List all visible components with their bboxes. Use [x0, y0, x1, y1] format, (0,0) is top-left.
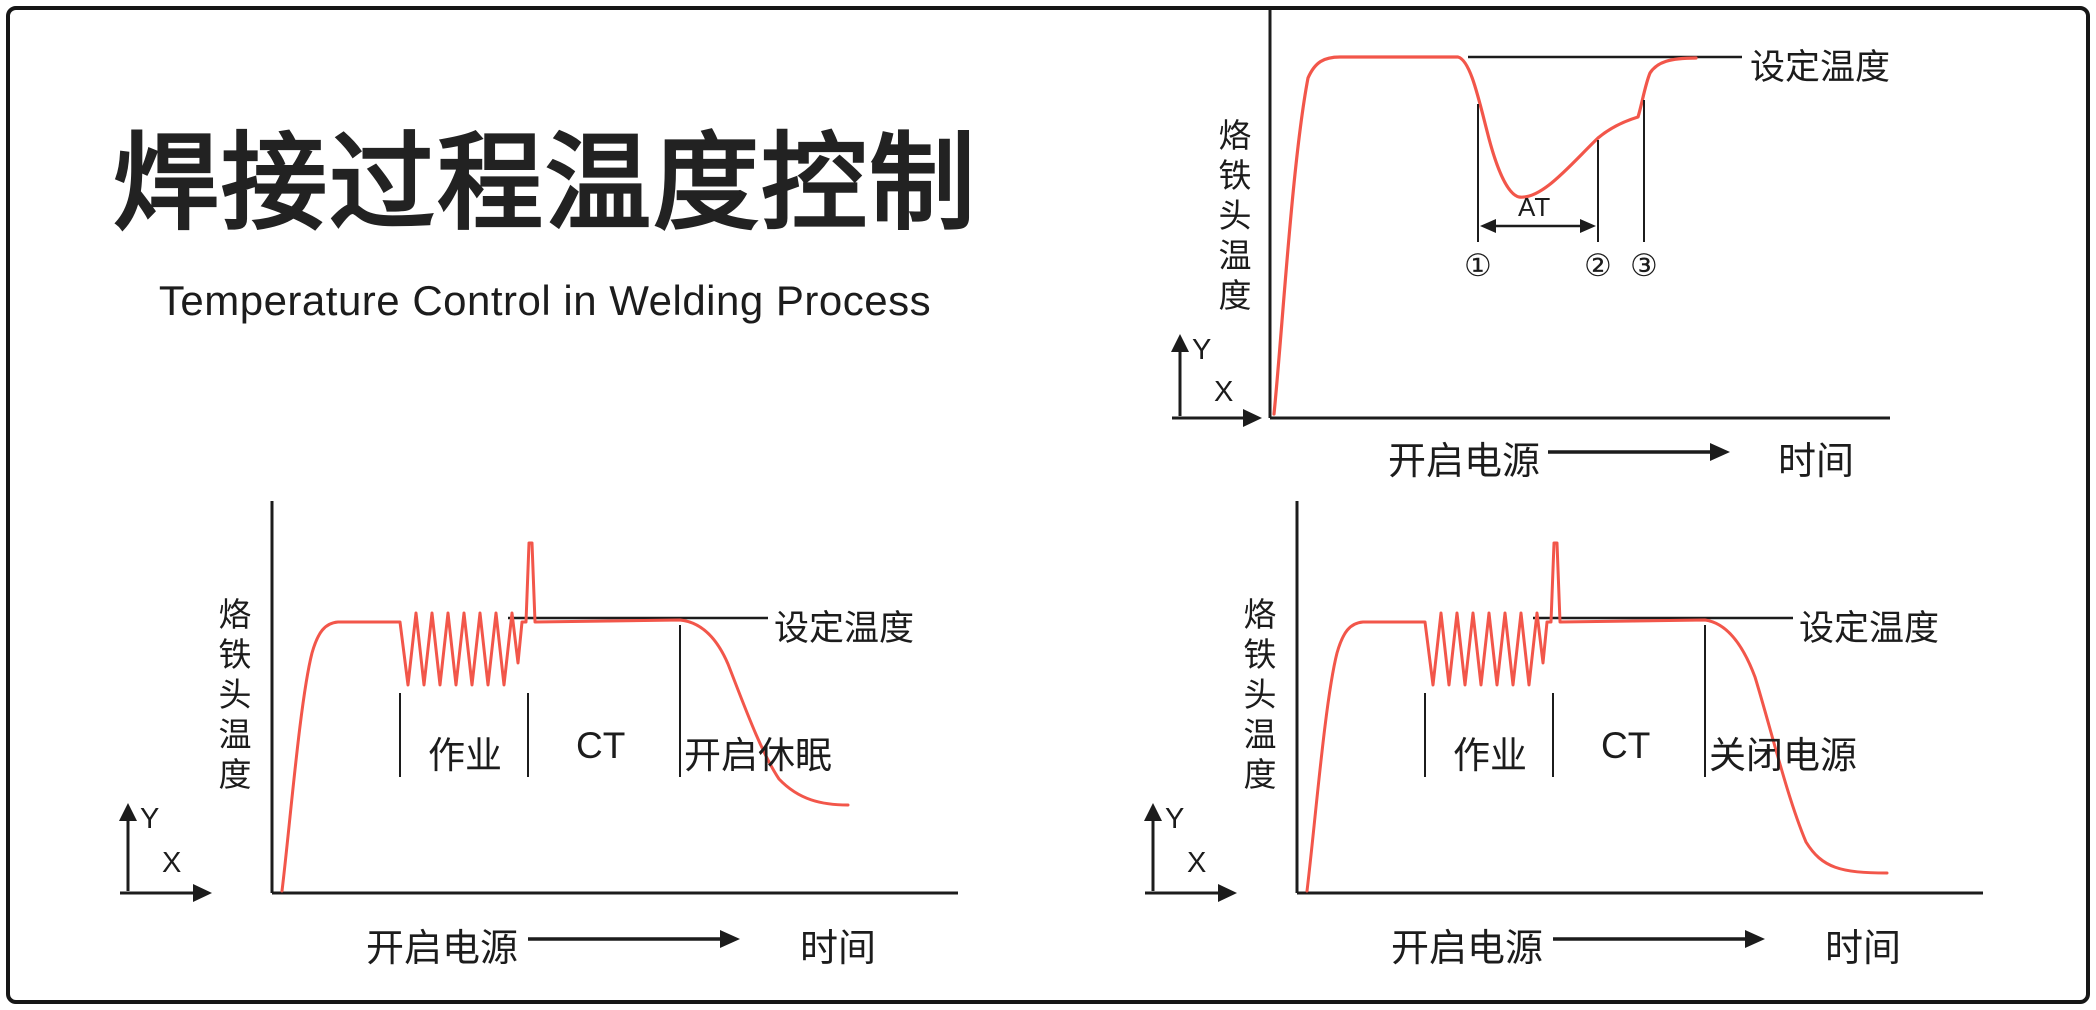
time-label: 时间: [1778, 441, 1855, 483]
power-on-label: 开启电源: [366, 928, 519, 970]
mini-x-label: X: [1187, 847, 1207, 879]
chart-power-off: 烙铁头温度 设定温度 作业 CT 关闭电源 开启电源 时间 Y X: [1085, 495, 2096, 1010]
mini-axis-icon: [1171, 334, 1262, 427]
temperature-curve: [280, 541, 850, 893]
chart-sleep-canvas: [119, 501, 958, 948]
mini-axis-icon: [1144, 803, 1237, 902]
time-arrowhead-icon: [1710, 443, 1730, 461]
time-arrow: [1548, 443, 1730, 461]
y-axis-label: 烙铁头温度: [1239, 597, 1276, 797]
title-block: 焊接过程温度控制 Temperature Control in Welding …: [70, 118, 1020, 325]
mini-y-arrowhead-icon: [1171, 334, 1189, 352]
at-arrow-right-head: [1580, 219, 1596, 233]
page-subtitle: Temperature Control in Welding Process: [158, 276, 932, 324]
mini-axis-icon: [119, 803, 212, 902]
mini-x-label: X: [162, 847, 182, 879]
chart-sleep-mode: 烙铁头温度 设定温度 作业 CT 开启休眠 开启电源 时间 Y X: [60, 495, 1060, 1010]
sleep-start-label: 开启休眠: [684, 735, 832, 776]
page-title: 焊接过程温度控制: [113, 125, 977, 243]
chart-warmup-canvas: [1171, 10, 1890, 461]
ct-phase-label: CT: [576, 725, 626, 766]
set-temp-label: 设定温度: [774, 609, 915, 648]
mini-y-label: Y: [140, 803, 160, 835]
time-arrow: [528, 930, 740, 948]
y-axis-label: 烙铁头温度: [214, 597, 251, 797]
set-temp-label: 设定温度: [1750, 48, 1891, 87]
step-marker-3: ③: [1630, 248, 1658, 283]
at-range-arrow: [1480, 219, 1596, 233]
time-arrowhead-icon: [1745, 930, 1765, 948]
mini-y-arrowhead-icon: [1144, 803, 1162, 821]
temperature-curve: [1305, 541, 1889, 893]
step-marker-1: ①: [1464, 248, 1492, 283]
power-off-label: 关闭电源: [1709, 735, 1857, 776]
chart-warmup-recovery: 烙铁头温度 设定温度 AT ① ② ③ 开启电源 时间 Y X: [1150, 0, 2096, 490]
work-phase-label: 作业: [428, 735, 502, 776]
mini-x-label: X: [1214, 376, 1234, 408]
power-on-label: 开启电源: [1391, 928, 1544, 970]
y-axis-label: 烙铁头温度: [1214, 118, 1251, 318]
time-arrowhead-icon: [720, 930, 740, 948]
at-label: AT: [1518, 192, 1552, 222]
time-arrow: [1553, 930, 1765, 948]
mini-y-label: Y: [1192, 334, 1212, 366]
chart-poweroff-canvas: [1144, 501, 1983, 948]
temperature-curve: [1272, 55, 1698, 416]
time-label: 时间: [800, 928, 877, 970]
time-label: 时间: [1825, 928, 1902, 970]
ct-phase-label: CT: [1601, 725, 1651, 766]
work-phase-label: 作业: [1453, 735, 1527, 776]
mini-x-arrowhead-icon: [1243, 409, 1262, 427]
set-temp-label: 设定温度: [1799, 609, 1940, 648]
mini-y-label: Y: [1165, 803, 1185, 835]
mini-x-arrowhead-icon: [1218, 884, 1237, 902]
mini-y-arrowhead-icon: [119, 803, 137, 821]
mini-x-arrowhead-icon: [193, 884, 212, 902]
power-on-label: 开启电源: [1388, 441, 1541, 483]
at-arrow-left-head: [1480, 219, 1496, 233]
step-marker-2: ②: [1584, 248, 1612, 283]
